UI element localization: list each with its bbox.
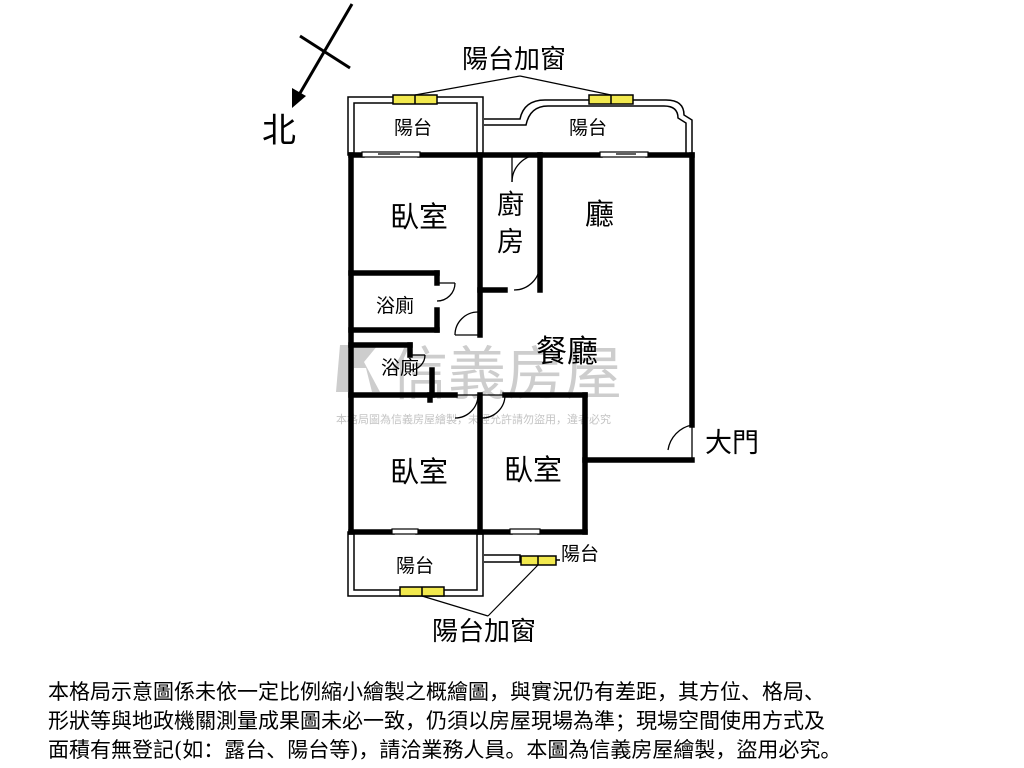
disclaimer-line: 形狀等與地政機關測量成果圖未必一致，仍須以房屋現場為準；現場空間使用方式及 — [48, 709, 825, 733]
balcony-top-right-inner — [484, 105, 687, 155]
label-bedroom-bottom-right: 臥室 — [504, 453, 562, 487]
north-compass — [292, 3, 354, 108]
label-kitchen-line2: 房 — [497, 227, 524, 258]
label-living-room: 廳 — [585, 197, 614, 231]
walls — [348, 152, 695, 535]
disclaimer-line: 面積有無登記(如：露台、陽台等)，請洽業務人員。本圖為信義房屋繪製，盜用必究。 — [48, 738, 842, 762]
north-arrow-icon — [292, 88, 306, 108]
label-bath-upper: 浴廁 — [376, 294, 414, 317]
sliding-doors — [361, 151, 649, 535]
label-balcony-bottom-left: 陽台 — [396, 555, 434, 577]
watermark-notice: 本格局圖為信義房屋繪製，未經允許請勿盜用，違者必究 — [336, 412, 611, 426]
disclaimer-line: 本格局示意圖係未依一定比例縮小繪製之概繪圖，與實況仍有差距，其方位、格局、 — [48, 680, 825, 704]
label-bath-lower: 浴廁 — [381, 356, 419, 379]
label-bedroom-top: 臥室 — [390, 200, 448, 234]
label-kitchen-line1: 廚 — [497, 190, 524, 221]
label-dining-room: 餐廳 — [536, 334, 598, 370]
compass-crossbar — [299, 34, 351, 70]
callout-lines — [414, 75, 612, 617]
balcony-top-right-outer — [484, 99, 693, 155]
label-balcony-bottom-right: 陽台 — [561, 543, 599, 565]
brand-logo-cutout — [350, 368, 372, 392]
label-bedroom-bottom-left: 臥室 — [390, 455, 448, 489]
label-balcony-window-top: 陽台加窗 — [462, 45, 566, 75]
label-balcony-window-bottom: 陽台加窗 — [432, 617, 536, 647]
label-main-door: 大門 — [705, 428, 759, 459]
door-swings — [409, 154, 693, 460]
disclaimer: 本格局示意圖係未依一定比例縮小繪製之概繪圖，與實況仍有差距，其方位、格局、 形狀… — [48, 678, 1008, 765]
north-label: 北 — [262, 111, 296, 151]
label-balcony-top-right: 陽台 — [569, 117, 607, 139]
label-balcony-top-left: 陽台 — [394, 117, 432, 139]
balcony-bottom-right — [484, 554, 521, 563]
